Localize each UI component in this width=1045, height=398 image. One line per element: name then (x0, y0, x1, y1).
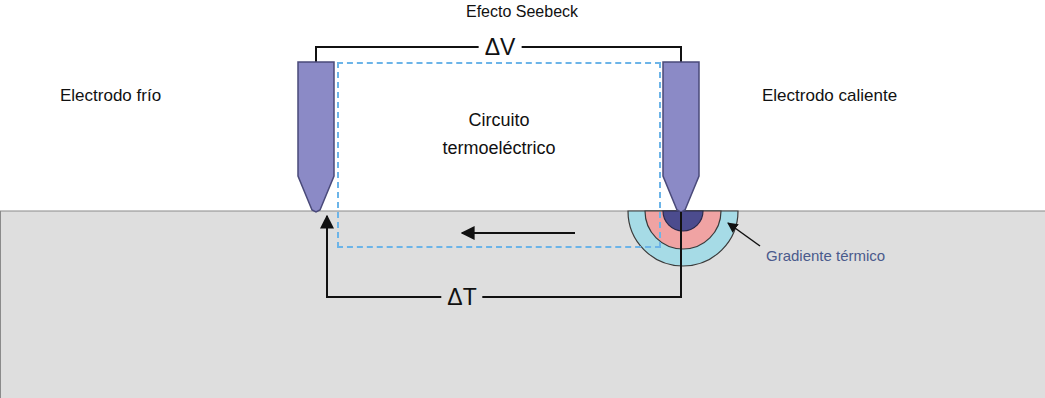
current-arrow (462, 232, 575, 234)
substrate-edge (0, 211, 1, 398)
diagram-title: Efecto Seebeck (466, 3, 578, 21)
gradient-label: Gradiente térmico (766, 247, 885, 264)
circuit-box: Circuito termoeléctrico (337, 62, 661, 248)
substrate (0, 211, 1045, 398)
electrode-label: Electrodo frío (60, 86, 161, 106)
temperature-label: ΔT (441, 284, 482, 310)
electrode-label: Electrodo caliente (762, 86, 897, 106)
gradient-leader (728, 223, 760, 246)
voltage-label: ΔV (479, 34, 522, 60)
node-text: Circuito termoeléctrico (414, 106, 584, 162)
cold-electrode (298, 62, 334, 212)
temperature-path (327, 212, 681, 297)
thermal-gradient (628, 211, 738, 266)
hot-electrode (663, 62, 699, 212)
substrate-surface (0, 210, 1045, 211)
